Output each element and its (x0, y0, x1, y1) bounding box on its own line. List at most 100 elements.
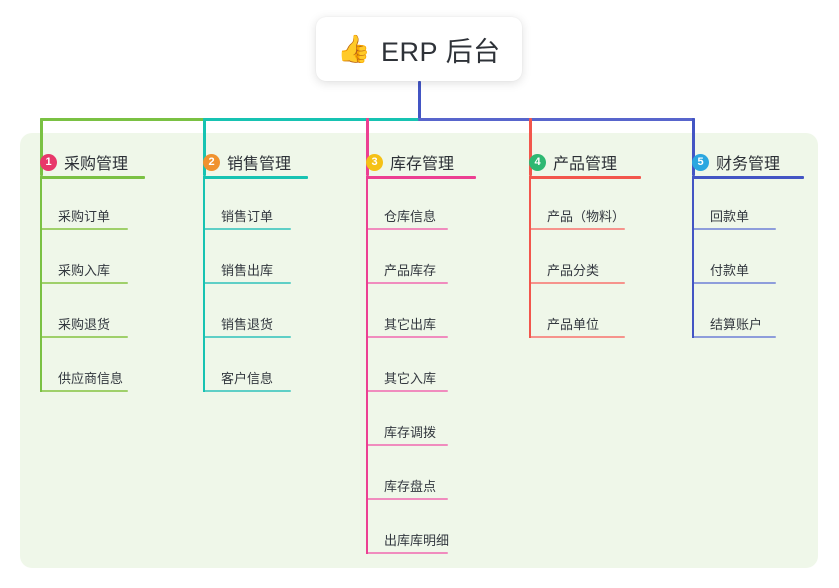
branch-spine-4 (529, 176, 531, 338)
leaf-label: 产品单位 (547, 317, 600, 332)
branch-badge-2: 2 (203, 153, 220, 171)
leaf-rule (203, 282, 291, 284)
leaf-label: 销售订单 (221, 209, 274, 224)
leaf-rule (40, 228, 128, 230)
leaf-label: 仓库信息 (384, 209, 437, 224)
branch-header-4[interactable]: 4 产品管理 (529, 150, 617, 174)
branch-header-1[interactable]: 1 采购管理 (40, 150, 128, 174)
branch-badge-3: 3 (366, 153, 383, 171)
branch-rule-2 (203, 176, 308, 179)
leaf-node[interactable]: 供应商信息 (40, 366, 148, 392)
connector-drop-1 (40, 118, 43, 176)
branch-rule-3 (366, 176, 476, 179)
leaf-rule (203, 390, 291, 392)
branch-spine-2 (203, 176, 205, 392)
leaf-node[interactable]: 结算账户 (692, 312, 796, 338)
leaf-label: 采购订单 (58, 209, 111, 224)
leaf-rule (203, 228, 291, 230)
leaf-rule (40, 336, 128, 338)
branch-header-3[interactable]: 3 库存管理 (366, 150, 454, 174)
connector-bus-mid (203, 118, 421, 121)
leaf-label: 采购入库 (58, 263, 111, 278)
connector-drop-2 (203, 118, 206, 176)
leaf-rule (366, 390, 448, 392)
branch-header-5[interactable]: 5 财务管理 (692, 150, 780, 174)
leaf-rule (366, 552, 448, 554)
leaf-label: 产品（物料） (547, 209, 626, 224)
branch-badge-4: 4 (529, 153, 546, 171)
leaf-label: 产品分类 (547, 263, 600, 278)
leaf-rule (366, 498, 448, 500)
branch-spine-5 (692, 176, 694, 338)
leaf-rule (366, 444, 448, 446)
leaf-label: 结算账户 (710, 317, 763, 332)
leaf-label: 产品库存 (384, 263, 437, 278)
branch-title-4: 产品管理 (553, 156, 618, 173)
leaf-rule (529, 282, 625, 284)
leaf-node[interactable]: 产品（物料） (529, 204, 645, 230)
leaf-label: 其它入库 (384, 371, 437, 386)
branch-title-2: 销售管理 (227, 156, 292, 173)
leaf-node[interactable]: 采购订单 (40, 204, 148, 230)
thumbs-up-icon: 👍 (337, 33, 372, 64)
leaf-node[interactable]: 库存盘点 (366, 474, 468, 500)
branch-title-1: 采购管理 (64, 156, 129, 173)
branch-rule-5 (692, 176, 804, 179)
leaf-label: 库存盘点 (384, 479, 437, 494)
leaf-rule (366, 228, 448, 230)
leaf-rule (203, 336, 291, 338)
leaf-node[interactable]: 销售订单 (203, 204, 311, 230)
root-node[interactable]: 👍 ERP 后台 (316, 17, 522, 81)
root-title: ERP 后台 (381, 36, 501, 67)
leaf-label: 库存调拨 (384, 425, 437, 440)
leaf-rule (529, 336, 625, 338)
branch-badge-1: 1 (40, 153, 57, 171)
leaf-label: 供应商信息 (58, 371, 124, 386)
leaf-node[interactable]: 采购入库 (40, 258, 148, 284)
leaf-rule (692, 336, 776, 338)
connector-drop-5 (692, 118, 695, 176)
leaf-node[interactable]: 库存调拨 (366, 420, 468, 446)
leaf-label: 销售退货 (221, 317, 274, 332)
branch-rule-1 (40, 176, 145, 179)
connector-bus-left (40, 118, 206, 121)
connector-drop-4 (529, 118, 532, 176)
leaf-node[interactable]: 产品分类 (529, 258, 645, 284)
branch-title-3: 库存管理 (390, 156, 455, 173)
leaf-node[interactable]: 其它入库 (366, 366, 468, 392)
connector-drop-3 (366, 118, 369, 176)
leaf-label: 出库库明细 (384, 533, 450, 548)
leaf-node[interactable]: 出库库明细 (366, 528, 468, 554)
leaf-label: 回款单 (710, 209, 750, 224)
leaf-node[interactable]: 其它出库 (366, 312, 468, 338)
leaf-rule (366, 336, 448, 338)
leaf-rule (692, 282, 776, 284)
leaf-rule (40, 390, 128, 392)
leaf-node[interactable]: 回款单 (692, 204, 796, 230)
leaf-node[interactable]: 仓库信息 (366, 204, 468, 230)
branch-title-5: 财务管理 (716, 156, 781, 173)
leaf-label: 采购退货 (58, 317, 111, 332)
branch-header-2[interactable]: 2 销售管理 (203, 150, 291, 174)
connector-trunk (418, 81, 421, 121)
leaf-node[interactable]: 客户信息 (203, 366, 311, 392)
leaf-node[interactable]: 产品单位 (529, 312, 645, 338)
leaf-node[interactable]: 采购退货 (40, 312, 148, 338)
leaf-node[interactable]: 销售出库 (203, 258, 311, 284)
leaf-label: 销售出库 (221, 263, 274, 278)
leaf-node[interactable]: 销售退货 (203, 312, 311, 338)
content-panel (20, 133, 818, 568)
leaf-rule (366, 282, 448, 284)
branch-rule-4 (529, 176, 641, 179)
leaf-node[interactable]: 付款单 (692, 258, 796, 284)
leaf-rule (692, 228, 776, 230)
leaf-node[interactable]: 产品库存 (366, 258, 468, 284)
leaf-label: 付款单 (710, 263, 750, 278)
branch-badge-5: 5 (692, 153, 709, 171)
leaf-rule (529, 228, 625, 230)
leaf-label: 其它出库 (384, 317, 437, 332)
leaf-rule (40, 282, 128, 284)
connector-bus-right (418, 118, 695, 121)
leaf-label: 客户信息 (221, 371, 274, 386)
